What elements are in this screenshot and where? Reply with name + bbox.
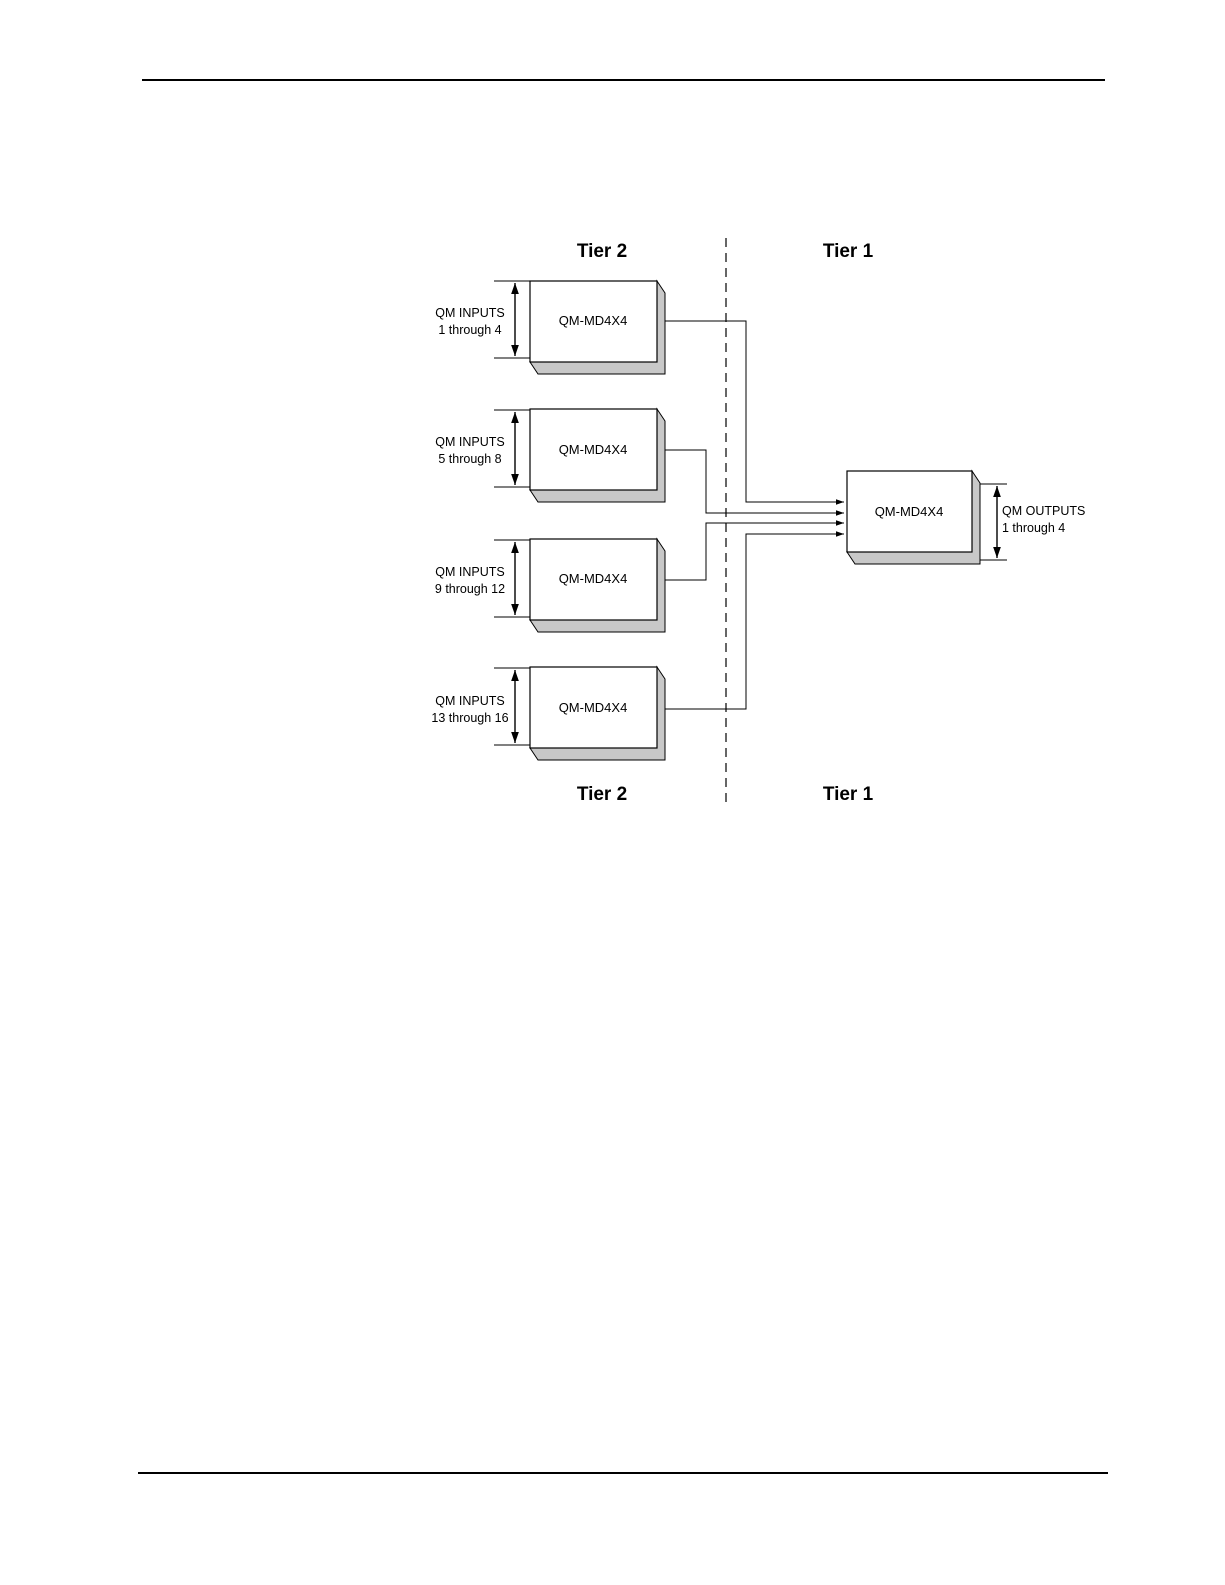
inputs-3-line1: QM INPUTS — [435, 565, 504, 579]
inputs-2-line2: 5 through 8 — [438, 452, 501, 466]
tier-2-label-top: Tier 2 — [577, 241, 627, 262]
unit-4-label: QM-MD4X4 — [559, 700, 628, 715]
tier2-unit-2: QM-MD4X4 QM INPUTS 5 through 8 — [435, 409, 665, 502]
unit-1-label: QM-MD4X4 — [559, 313, 628, 328]
tier1-unit-label: QM-MD4X4 — [875, 504, 944, 519]
inputs-1-line1: QM INPUTS — [435, 306, 504, 320]
connector-unit-3 — [665, 523, 844, 580]
inputs-4-line1: QM INPUTS — [435, 694, 504, 708]
tier1-unit: QM-MD4X4 QM OUTPUTS 1 through 4 — [847, 471, 1085, 564]
tier-2-label-bottom: Tier 2 — [577, 784, 627, 805]
outputs-line1: QM OUTPUTS — [1002, 504, 1085, 518]
connector-unit-2 — [665, 450, 844, 513]
tier2-unit-3: QM-MD4X4 QM INPUTS 9 through 12 — [435, 539, 665, 632]
unit-3-label: QM-MD4X4 — [559, 571, 628, 586]
connector-unit-1 — [665, 321, 844, 502]
tier2-unit-4: QM-MD4X4 QM INPUTS 13 through 16 — [431, 667, 665, 760]
inputs-2-line1: QM INPUTS — [435, 435, 504, 449]
inputs-1-line2: 1 through 4 — [438, 323, 501, 337]
connector-unit-4 — [665, 534, 844, 709]
tier-1-label-bottom: Tier 1 — [823, 784, 874, 805]
outputs-line2: 1 through 4 — [1002, 521, 1065, 535]
tier-1-label-top: Tier 1 — [823, 241, 874, 262]
unit-2-label: QM-MD4X4 — [559, 442, 628, 457]
tier2-unit-1: QM-MD4X4 QM INPUTS 1 through 4 — [435, 281, 665, 374]
inputs-3-line2: 9 through 12 — [435, 582, 505, 596]
inputs-4-line2: 13 through 16 — [431, 711, 508, 725]
